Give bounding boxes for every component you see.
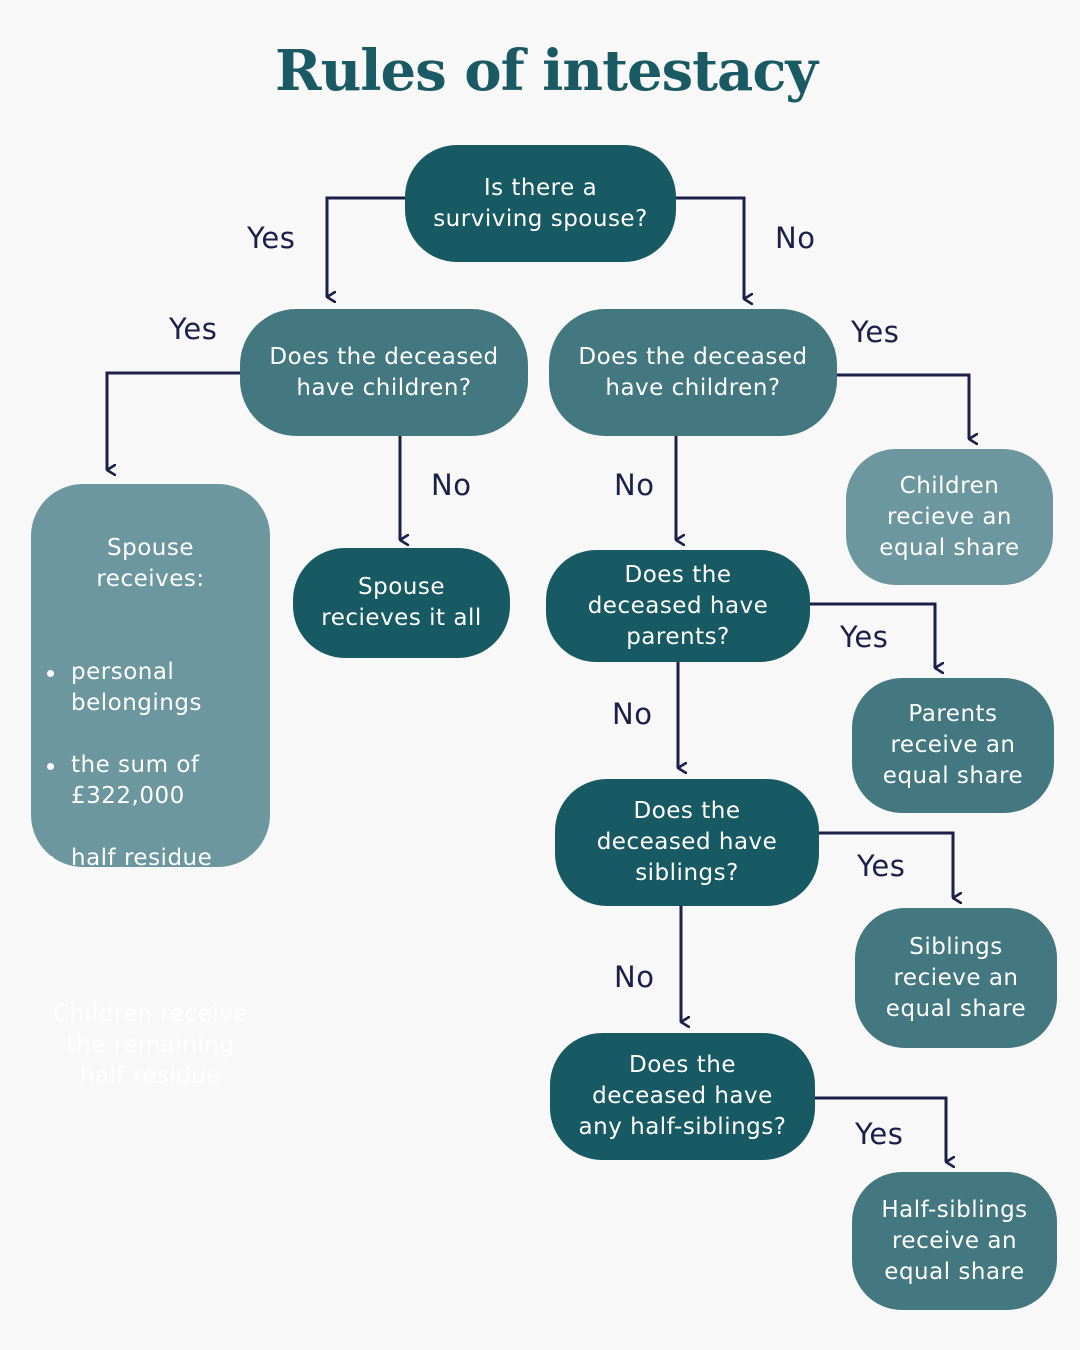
spouse-receives-heading: Spouse receives: (96, 535, 205, 592)
arrow-siblings-yes (819, 831, 953, 898)
yes-label: Yes (247, 221, 296, 255)
page-title: Rules of intestacy (275, 38, 818, 104)
arrow-parents-yes (806, 602, 935, 668)
children-question-right: Does the deceased have children? (549, 309, 837, 436)
half-siblings-question: Does the deceased have any half-siblings… (550, 1033, 815, 1160)
siblings-question: Does the deceased have siblings? (555, 779, 819, 906)
parents-equal-share: Parents receive an equal share (852, 678, 1054, 813)
children-equal-share: Children recieve an equal share (846, 449, 1053, 585)
spouse-receives-list: personal belongings the sum of £322,000 … (43, 626, 258, 905)
arrow-children-left-yes (105, 371, 241, 470)
yes-label: Yes (857, 849, 906, 883)
yes-label: Yes (851, 315, 900, 349)
list-item: the sum of £322,000 (47, 750, 258, 812)
siblings-equal-share: Siblings recieve an equal share (855, 908, 1057, 1048)
no-label: No (612, 697, 653, 731)
arrow-half-siblings-yes (813, 1096, 946, 1162)
no-label: No (614, 960, 655, 994)
no-label: No (775, 221, 816, 255)
parents-question: Does the deceased have parents? (546, 550, 810, 662)
yes-label: Yes (840, 620, 889, 654)
no-label: No (431, 468, 472, 502)
arrow-spouse-yes (325, 196, 405, 297)
spouse-receives-all: Spouse recieves it all (293, 548, 510, 658)
spouse-receives-box: Spouse receives: personal belongings the… (31, 484, 270, 1089)
arrow-children-right-yes (836, 373, 969, 439)
no-label: No (614, 468, 655, 502)
list-item: personal belongings (47, 657, 258, 719)
arrow-spouse-no (676, 196, 744, 299)
yes-label: Yes (855, 1117, 904, 1151)
yes-label: Yes (169, 312, 218, 346)
children-receive-note: Children receive the remaining half resi… (52, 1001, 249, 1089)
list-item: half residue (47, 843, 258, 874)
children-question-left: Does the deceased have children? (240, 309, 528, 436)
surviving-spouse-question: Is there a surviving spouse? (405, 145, 676, 262)
half-siblings-equal-share: Half-siblings receive an equal share (852, 1172, 1057, 1310)
